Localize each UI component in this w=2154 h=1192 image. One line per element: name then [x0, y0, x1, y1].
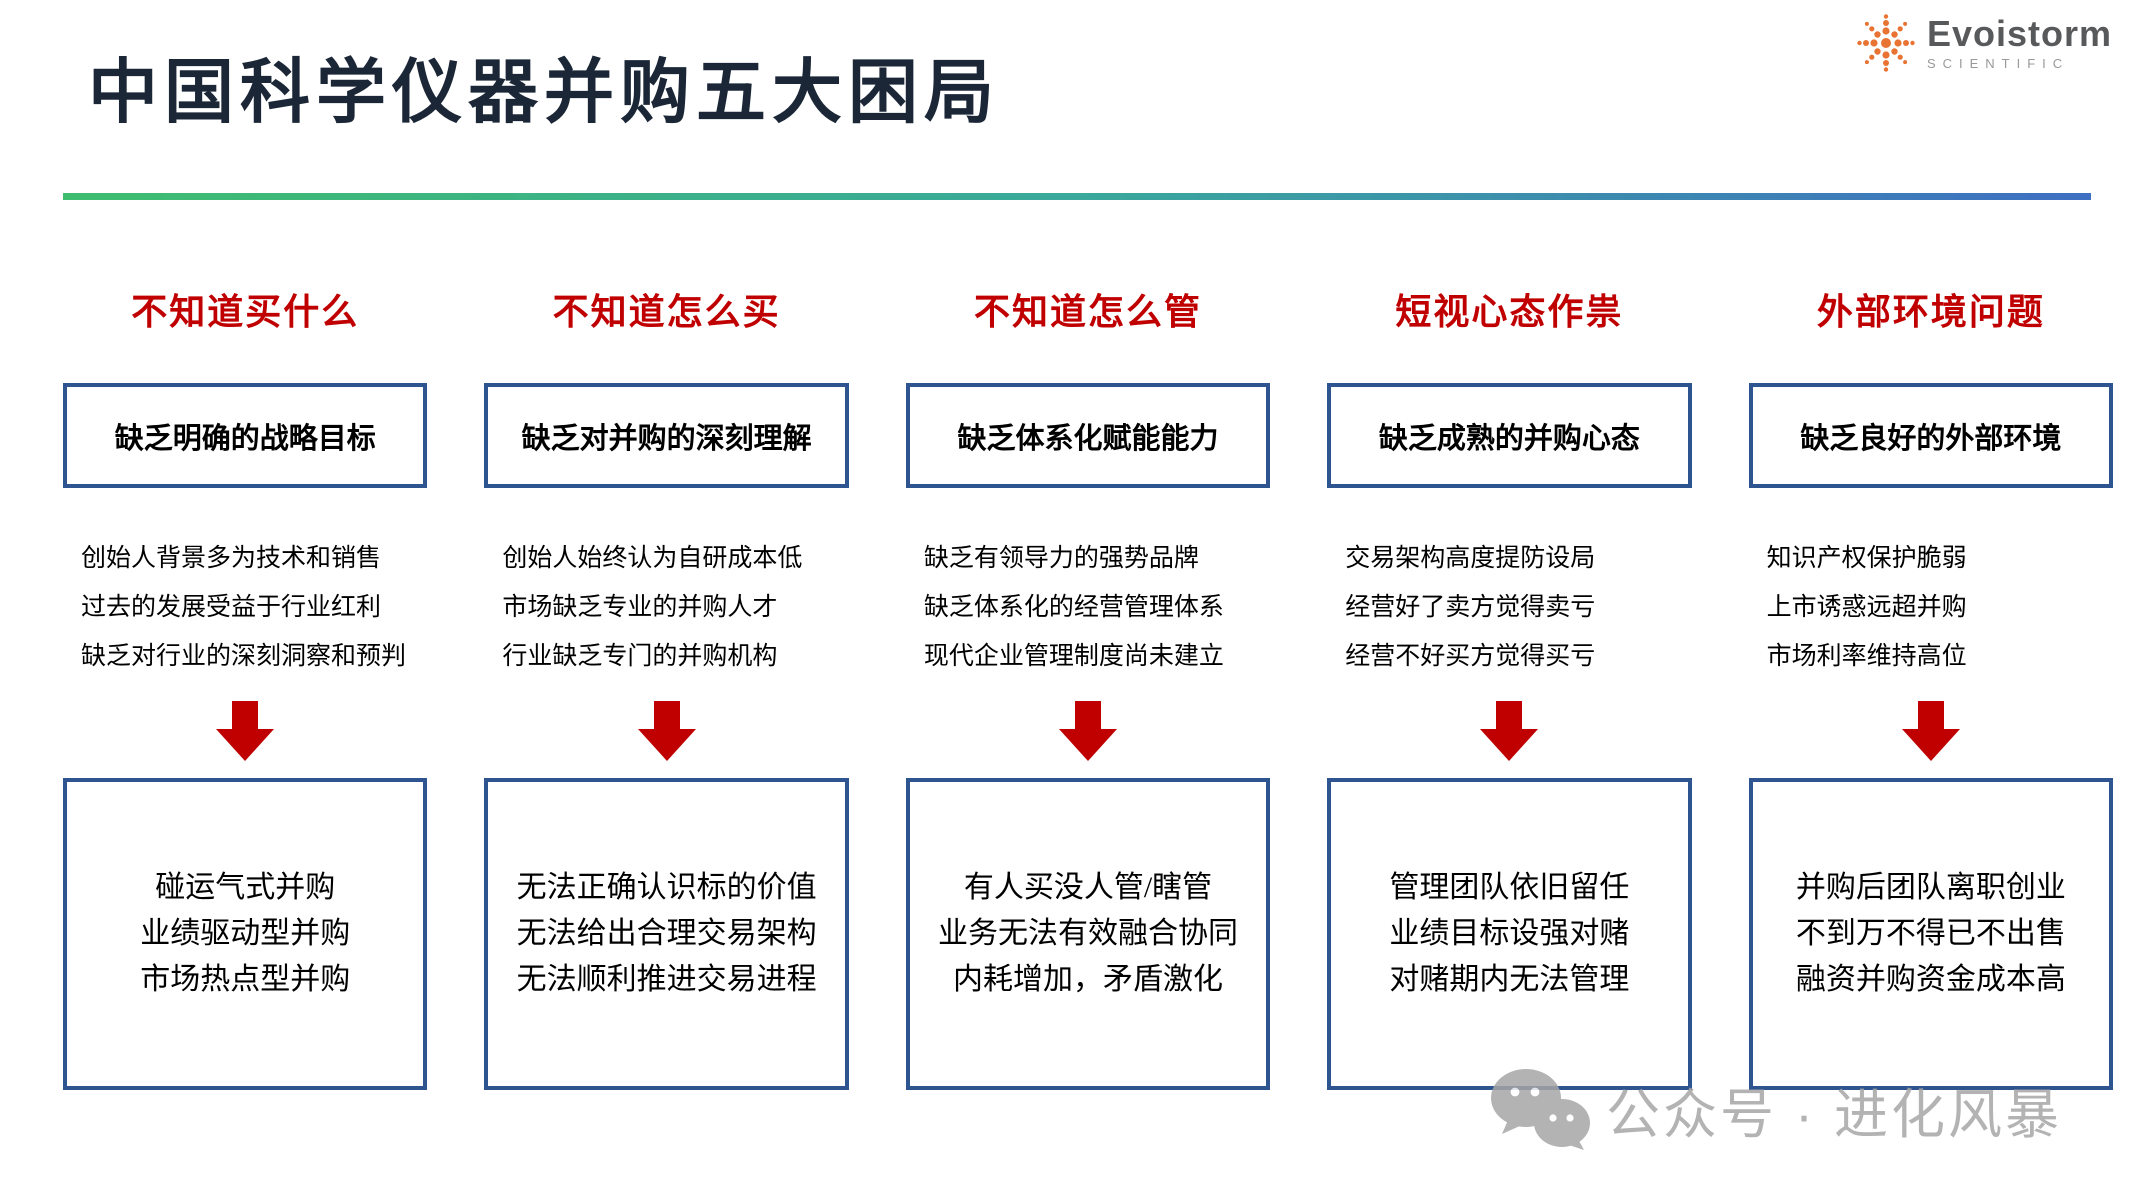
cause-line: 上市诱惑远超并购: [1766, 594, 1967, 621]
down-arrow-icon: [216, 701, 275, 761]
causes-list: 交易架构高度提防设局 经营好了卖方觉得卖亏 经营不好买方觉得买亏: [1327, 534, 1691, 681]
down-arrow-icon: [1480, 701, 1539, 761]
outcome-line: 业绩目标设强对赌: [1389, 917, 1630, 950]
outcome-line: 无法顺利推进交易进程: [516, 963, 817, 996]
problem-box: 缺乏体系化赋能能力: [905, 383, 1271, 488]
outcome-line: 市场热点型并购: [140, 963, 351, 996]
watermark-text: 公众号 · 进化风暴: [1606, 1084, 2062, 1145]
outcome-line: 碰运气式并购: [155, 871, 336, 904]
down-arrow-icon: [1901, 701, 1960, 761]
cause-line: 经营不好买方觉得买亏: [1345, 643, 1596, 670]
cause-line: 创始人始终认为自研成本低: [502, 545, 803, 572]
outcome-box: 并购后团队离职创业 不到万不得已不出售 融资并购资金成本高: [1748, 778, 2114, 1090]
outcome-line: 内耗增加，矛盾激化: [953, 963, 1224, 996]
outcome-box: 无法正确认识标的价值 无法给出合理交易架构 无法顺利推进交易进程: [484, 778, 849, 1090]
down-arrow-icon: [637, 701, 696, 761]
outcome-line: 无法给出合理交易架构: [516, 917, 817, 950]
column-header: 不知道怎么管: [974, 292, 1203, 332]
dilemma-column: 不知道怎么管 缺乏体系化赋能能力 缺乏有领导力的强势品牌 缺乏体系化的经营管理体…: [905, 283, 1271, 1090]
outcome-line: 管理团队依旧留任: [1389, 871, 1630, 904]
logo-name: Evoistorm: [1926, 13, 2112, 54]
cause-line: 缺乏有领导力的强势品牌: [923, 545, 1199, 572]
outcome-line: 有人买没人管/瞎管: [963, 871, 1213, 904]
cause-line: 现代企业管理制度尚未建立: [923, 643, 1224, 670]
logo-subtitle: SCIENTIFIC: [1926, 56, 2070, 71]
problem-text: 缺乏良好的外部环境: [1800, 422, 2062, 455]
dilemma-column: 不知道买什么 缺乏明确的战略目标 创始人背景多为技术和销售 过去的发展受益于行业…: [63, 283, 428, 1090]
dilemma-columns: 不知道买什么 缺乏明确的战略目标 创始人背景多为技术和销售 过去的发展受益于行业…: [63, 283, 2114, 1090]
dilemma-column: 外部环境问题 缺乏良好的外部环境 知识产权保护脆弱 上市诱惑远超并购 市场利率维…: [1748, 283, 2114, 1090]
problem-text: 缺乏体系化赋能能力: [957, 422, 1219, 455]
cause-line: 市场缺乏专业的并购人才: [502, 594, 778, 621]
cause-line: 市场利率维持高位: [1766, 643, 1967, 670]
outcome-line: 业绩驱动型并购: [140, 917, 351, 950]
cause-line: 经营好了卖方觉得卖亏: [1345, 594, 1596, 621]
cause-line: 交易架构高度提防设局: [1345, 545, 1596, 572]
problem-text: 缺乏成熟的并购心态: [1378, 422, 1640, 455]
cause-line: 缺乏体系化的经营管理体系: [923, 594, 1224, 621]
outcome-box: 管理团队依旧留任 业绩目标设强对赌 对赌期内无法管理: [1327, 778, 1692, 1090]
causes-list: 缺乏有领导力的强势品牌 缺乏体系化的经营管理体系 现代企业管理制度尚未建立: [906, 534, 1270, 681]
column-header: 不知道买什么: [131, 292, 360, 332]
dilemma-column: 不知道怎么买 缺乏对并购的深刻理解 创始人始终认为自研成本低 市场缺乏专业的并购…: [484, 283, 849, 1090]
outcome-line: 无法正确认识标的价值: [516, 871, 817, 904]
logo-burst-icon: [1857, 14, 1915, 72]
outcome-line: 对赌期内无法管理: [1389, 963, 1630, 996]
problem-box: 缺乏成熟的并购心态: [1327, 383, 1692, 488]
causes-list: 创始人始终认为自研成本低 市场缺乏专业的并购人才 行业缺乏专门的并购机构: [484, 534, 848, 681]
cause-line: 知识产权保护脆弱: [1766, 545, 1967, 572]
outcome-box: 碰运气式并购 业绩驱动型并购 市场热点型并购: [63, 778, 428, 1090]
problem-box: 缺乏良好的外部环境: [1748, 383, 2114, 488]
logo-text: Evoistorm SCIENTIFIC: [1926, 13, 2112, 71]
causes-list: 知识产权保护脆弱 上市诱惑远超并购 市场利率维持高位: [1749, 534, 2113, 681]
outcome-line: 业务无法有效融合协同: [938, 917, 1239, 950]
problem-text: 缺乏对并购的深刻理解: [521, 422, 812, 455]
causes-list: 创始人背景多为技术和销售 过去的发展受益于行业红利 缺乏对行业的深刻洞察和预判: [63, 534, 427, 681]
watermark: 公众号 · 进化风暴: [1488, 1066, 2062, 1152]
column-header: 不知道怎么买: [552, 292, 781, 332]
column-header: 外部环境问题: [1816, 292, 2045, 332]
cause-line: 过去的发展受益于行业红利: [81, 594, 382, 621]
outcome-line: 并购后团队离职创业: [1795, 871, 2066, 904]
problem-text: 缺乏明确的战略目标: [114, 422, 376, 455]
outcome-box: 有人买没人管/瞎管 业务无法有效融合协同 内耗增加，矛盾激化: [905, 778, 1271, 1090]
title-divider: [63, 193, 2091, 200]
page-title: 中国科学仪器并购五大困局: [88, 55, 1000, 132]
cause-line: 缺乏对行业的深刻洞察和预判: [81, 643, 407, 670]
wechat-icon: [1491, 1069, 1590, 1150]
problem-box: 缺乏对并购的深刻理解: [484, 383, 849, 488]
logo: Evoistorm SCIENTIFIC: [1857, 14, 2112, 72]
cause-line: 创始人背景多为技术和销售: [81, 545, 382, 572]
outcome-line: 融资并购资金成本高: [1795, 963, 2066, 996]
outcome-line: 不到万不得已不出售: [1795, 917, 2066, 950]
down-arrow-icon: [1059, 701, 1118, 761]
cause-line: 行业缺乏专门的并购机构: [502, 643, 778, 670]
dilemma-column: 短视心态作祟 缺乏成熟的并购心态 交易架构高度提防设局 经营好了卖方觉得卖亏 经…: [1327, 283, 1692, 1090]
column-header: 短视心态作祟: [1395, 292, 1624, 332]
problem-box: 缺乏明确的战略目标: [63, 383, 428, 488]
